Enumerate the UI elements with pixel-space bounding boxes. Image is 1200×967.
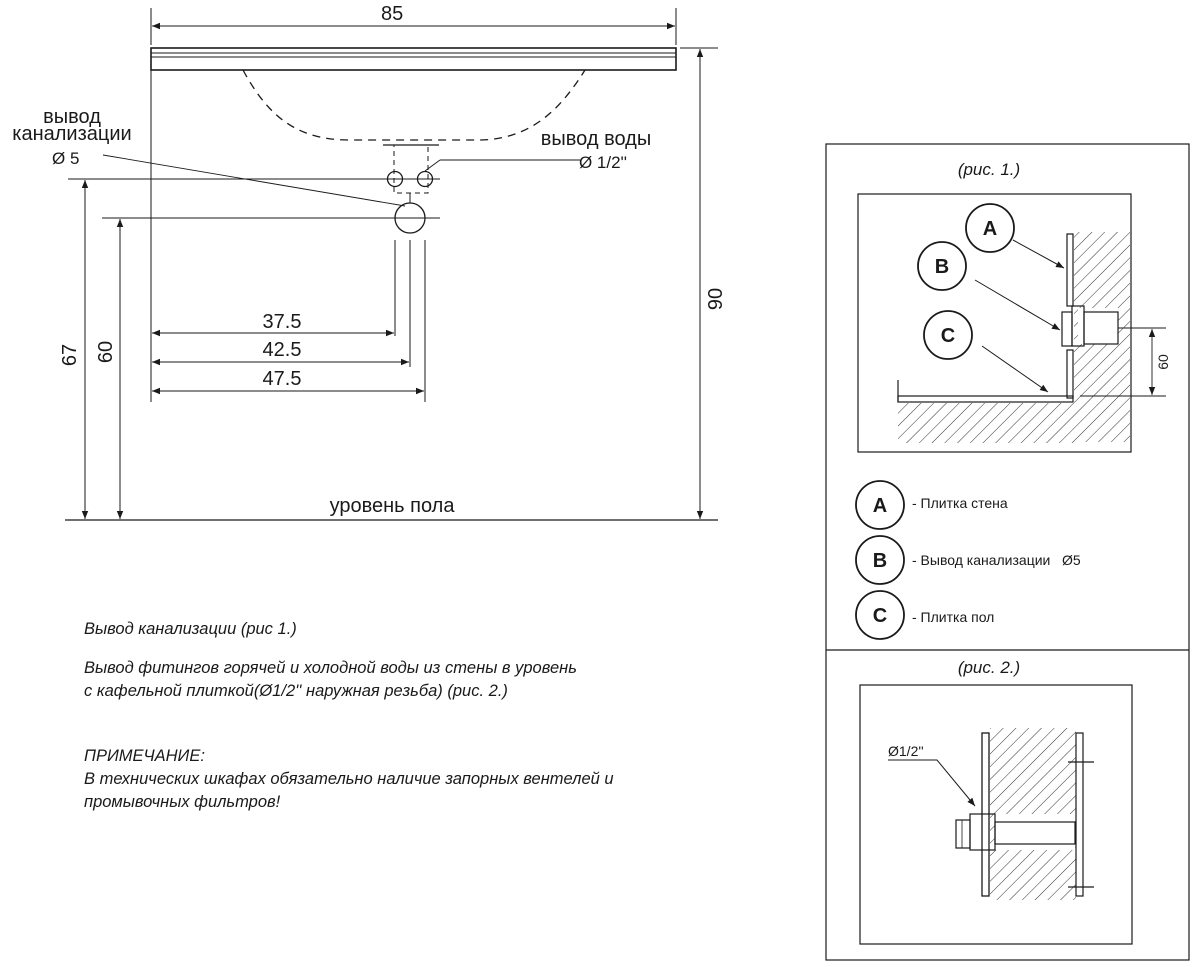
washbasin-drawing — [65, 8, 718, 521]
legend-item-c: C - Плитка пол — [855, 590, 994, 640]
callout-a-letter: A — [983, 218, 997, 240]
water-outlet-label: вывод воды — [541, 128, 651, 150]
dimension-47-5: 47.5 — [263, 368, 302, 390]
notes-block: Вывод канализации (рис 1.) Вывод фитинго… — [84, 618, 784, 814]
figure-1-dimension-60: 60 — [1155, 354, 1171, 370]
dimension-42-5: 42.5 — [263, 339, 302, 361]
note-water-line2: с кафельной плиткой(Ø1/2'' наружная резь… — [84, 682, 508, 700]
callout-b-letter: B — [935, 256, 949, 278]
legend-c-letter: C — [873, 605, 887, 627]
water-diameter-label: Ø 1/2'' — [579, 153, 627, 172]
figure-2-diameter: Ø1/2'' — [888, 743, 924, 759]
figure-1: (рис. 1.) 60 — [855, 160, 1171, 640]
main-drawing-labels: 85 90 67 60 37.5 42.5 47.5 вывод канализ… — [12, 3, 727, 517]
height-dimension: 90 — [705, 288, 727, 310]
figure-2: (рис. 2.) Ø1/2'' — [859, 658, 1133, 945]
callout-a: A — [965, 203, 1015, 253]
note-water-line1: Вывод фитингов горячей и холодной воды и… — [84, 659, 577, 677]
legend-item-b: B - Вывод канализации Ø5 — [855, 535, 1081, 585]
drain-diameter-label: Ø 5 — [52, 149, 79, 168]
callout-b: B — [917, 241, 967, 291]
figure-1-caption: (рис. 1.) — [958, 160, 1020, 179]
callout-c: C — [923, 310, 973, 360]
legend-c-text: - Плитка пол — [912, 609, 994, 625]
note-drain: Вывод канализации (рис 1.) — [84, 620, 297, 638]
note-text-line1: В технических шкафах обязательно наличие… — [84, 770, 614, 788]
detail-panel — [825, 143, 1190, 961]
drain-label-line2: канализации — [12, 123, 131, 145]
legend-b-text: - Вывод канализации Ø5 — [912, 552, 1081, 568]
dimension-67: 67 — [59, 344, 81, 366]
note-text-line2: промывочных фильтров! — [84, 793, 281, 811]
drain-label-line1: вывод — [43, 106, 101, 128]
legend-b-letter: B — [873, 550, 887, 572]
figure-2-caption: (рис. 2.) — [958, 658, 1020, 677]
legend-a-letter: A — [873, 495, 887, 517]
dimension-60: 60 — [95, 341, 117, 363]
legend-item-a: A - Плитка стена — [855, 480, 1008, 530]
legend-a-text: - Плитка стена — [912, 495, 1008, 511]
floor-level-label: уровень пола — [330, 495, 456, 517]
dimension-37-5: 37.5 — [263, 311, 302, 333]
width-dimension: 85 — [381, 3, 403, 25]
callout-c-letter: C — [941, 325, 955, 347]
note-title: ПРИМЕЧАНИЕ: — [84, 747, 205, 765]
